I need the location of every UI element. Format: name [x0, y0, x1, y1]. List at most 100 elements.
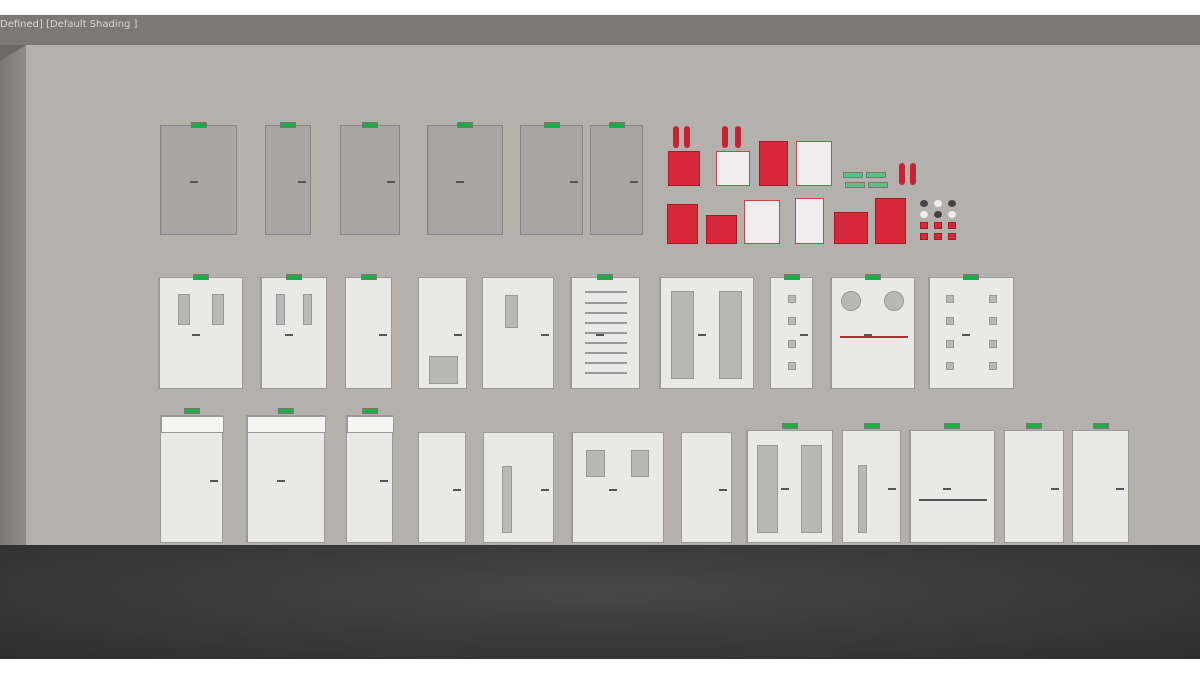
- door-handle: [863, 334, 872, 336]
- door-window: [946, 362, 955, 370]
- door-handle: [298, 181, 306, 183]
- exit-sign: [1092, 423, 1109, 429]
- fire-cabinet-2: [716, 151, 750, 186]
- door-window: [989, 339, 998, 348]
- door-handle: [387, 181, 395, 183]
- door-8: [260, 277, 327, 389]
- panic-bar: [918, 498, 988, 501]
- door-window: [504, 294, 518, 329]
- fire-extinguisher-2: [684, 126, 690, 148]
- door-window: [671, 291, 695, 379]
- door-17: [160, 415, 224, 543]
- door-louver: [585, 331, 627, 334]
- fire-cabinet-9: [834, 212, 868, 244]
- door-window: [946, 317, 955, 326]
- door-handle: [570, 181, 578, 183]
- exit-sign: [783, 274, 800, 280]
- floor: [0, 545, 1200, 659]
- door-window: [501, 466, 513, 533]
- viewport-shading-label[interactable]: Defined] [Default Shading ]: [0, 19, 138, 30]
- door-24: [746, 430, 833, 543]
- door-handle: [541, 488, 549, 491]
- door-handle: [1051, 487, 1059, 490]
- fire-extinguisher-3: [722, 126, 728, 148]
- door-handle: [800, 334, 808, 336]
- detector-9: [948, 222, 956, 229]
- detector-5: [934, 211, 942, 218]
- door-12: [570, 277, 640, 389]
- door-handle: [697, 334, 706, 336]
- fire-cabinet-6: [706, 215, 737, 244]
- exit-sign: [944, 423, 960, 429]
- door-window: [302, 293, 312, 326]
- door-seam: [660, 278, 661, 388]
- 3d-viewport[interactable]: Defined] [Default Shading ]: [0, 15, 1200, 659]
- door-window: [585, 449, 605, 478]
- fire-cabinet-10: [875, 198, 906, 244]
- fire-extinguisher-5: [899, 163, 905, 185]
- door-louver: [585, 372, 627, 375]
- door-seam: [572, 433, 573, 542]
- door-handle: [608, 488, 617, 491]
- door-transom: [161, 416, 224, 433]
- door-seam: [929, 278, 930, 388]
- door-handle: [888, 487, 896, 490]
- door-seam: [831, 278, 832, 388]
- exit-sign: [963, 274, 979, 280]
- door-window: [177, 293, 190, 326]
- door-window: [630, 449, 650, 478]
- exit-sign: [597, 274, 613, 280]
- door-11: [482, 277, 554, 389]
- door-handle: [379, 334, 387, 336]
- fire-cabinet-8: [795, 198, 824, 244]
- exit-sign: [280, 122, 296, 128]
- door-handle: [453, 488, 461, 491]
- door-20: [418, 432, 466, 543]
- door-porthole: [883, 291, 904, 312]
- detector-10: [920, 233, 928, 240]
- door-vent: [428, 356, 459, 385]
- exit-sign: [608, 122, 625, 128]
- door-louver: [585, 362, 627, 364]
- door-window: [989, 362, 998, 370]
- door-transom: [247, 416, 326, 433]
- door-18: [246, 415, 326, 543]
- door-window: [989, 317, 998, 326]
- door-7: [158, 277, 243, 389]
- door-1: [160, 125, 237, 235]
- fire-cabinet-1: [668, 151, 700, 186]
- detector-4: [920, 211, 928, 218]
- door-louver: [585, 311, 627, 314]
- exit-sign-small-1: [843, 172, 863, 178]
- fire-extinguisher-6: [910, 163, 916, 185]
- detector-7: [920, 222, 928, 229]
- exit-sign: [285, 274, 302, 280]
- exit-sign: [864, 274, 881, 280]
- door-14: [770, 277, 813, 389]
- door-handle: [541, 334, 549, 336]
- door-handle: [1116, 487, 1124, 490]
- door-window: [211, 293, 224, 326]
- door-handle: [454, 334, 462, 336]
- door-seam: [247, 416, 248, 542]
- door-seam: [910, 431, 911, 542]
- left-wall: [0, 45, 26, 550]
- door-window: [989, 294, 998, 303]
- door-seam: [428, 126, 429, 234]
- door-seam: [161, 126, 162, 234]
- exit-sign: [781, 423, 798, 429]
- exit-sign-small-3: [845, 182, 865, 188]
- door-28: [1072, 430, 1129, 543]
- detector-3: [948, 200, 956, 207]
- door-handle: [276, 480, 285, 482]
- door-porthole: [841, 291, 862, 312]
- exit-sign: [190, 122, 207, 128]
- door-23: [681, 432, 732, 543]
- door-25: [842, 430, 901, 543]
- door-louver: [585, 341, 627, 344]
- door-handle: [596, 334, 604, 336]
- exit-sign: [361, 408, 378, 414]
- door-4: [427, 125, 503, 235]
- door-window: [946, 339, 955, 348]
- door-handle: [719, 488, 727, 491]
